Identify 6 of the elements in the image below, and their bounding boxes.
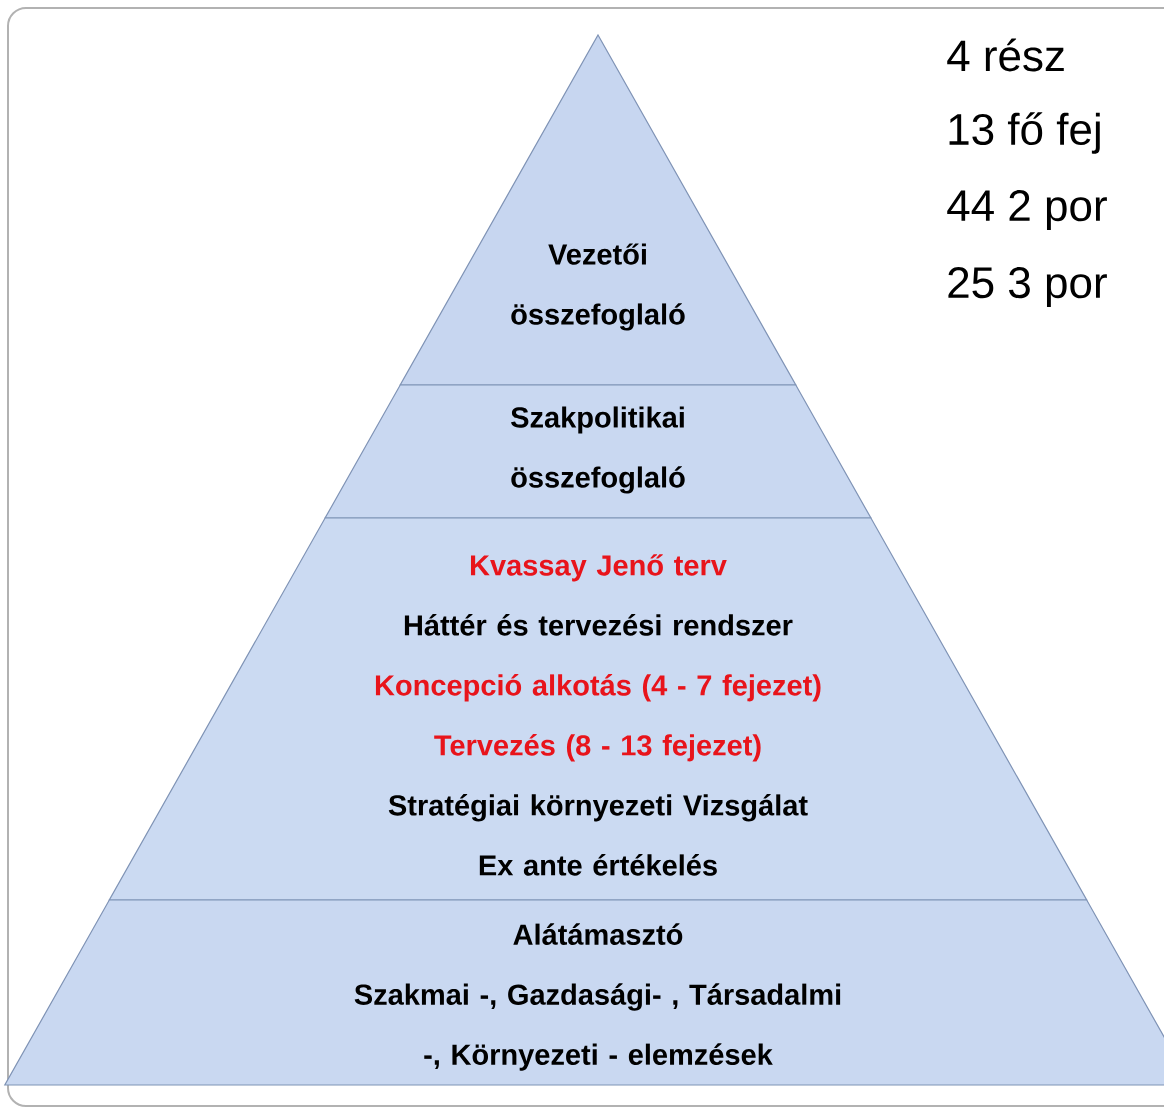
note-text: 4 rész xyxy=(947,38,1064,72)
pyramid-band: Kvassay Jenő terv Háttér és tervezési rendszer Koncepció alkotás (4 - 7 fejezet) Tervezés (8 - 13 fejezet) Stratégiai környezeti Vizsgálat Ex ante értékelés xyxy=(108,517,1088,901)
note-text: 44 2 por xyxy=(947,190,1107,230)
note-text: 13 fő fej xyxy=(949,112,1100,154)
pyramid-band: Szakpolitikai összefoglaló xyxy=(324,384,872,519)
note-text: 25 3 por xyxy=(948,267,1107,307)
